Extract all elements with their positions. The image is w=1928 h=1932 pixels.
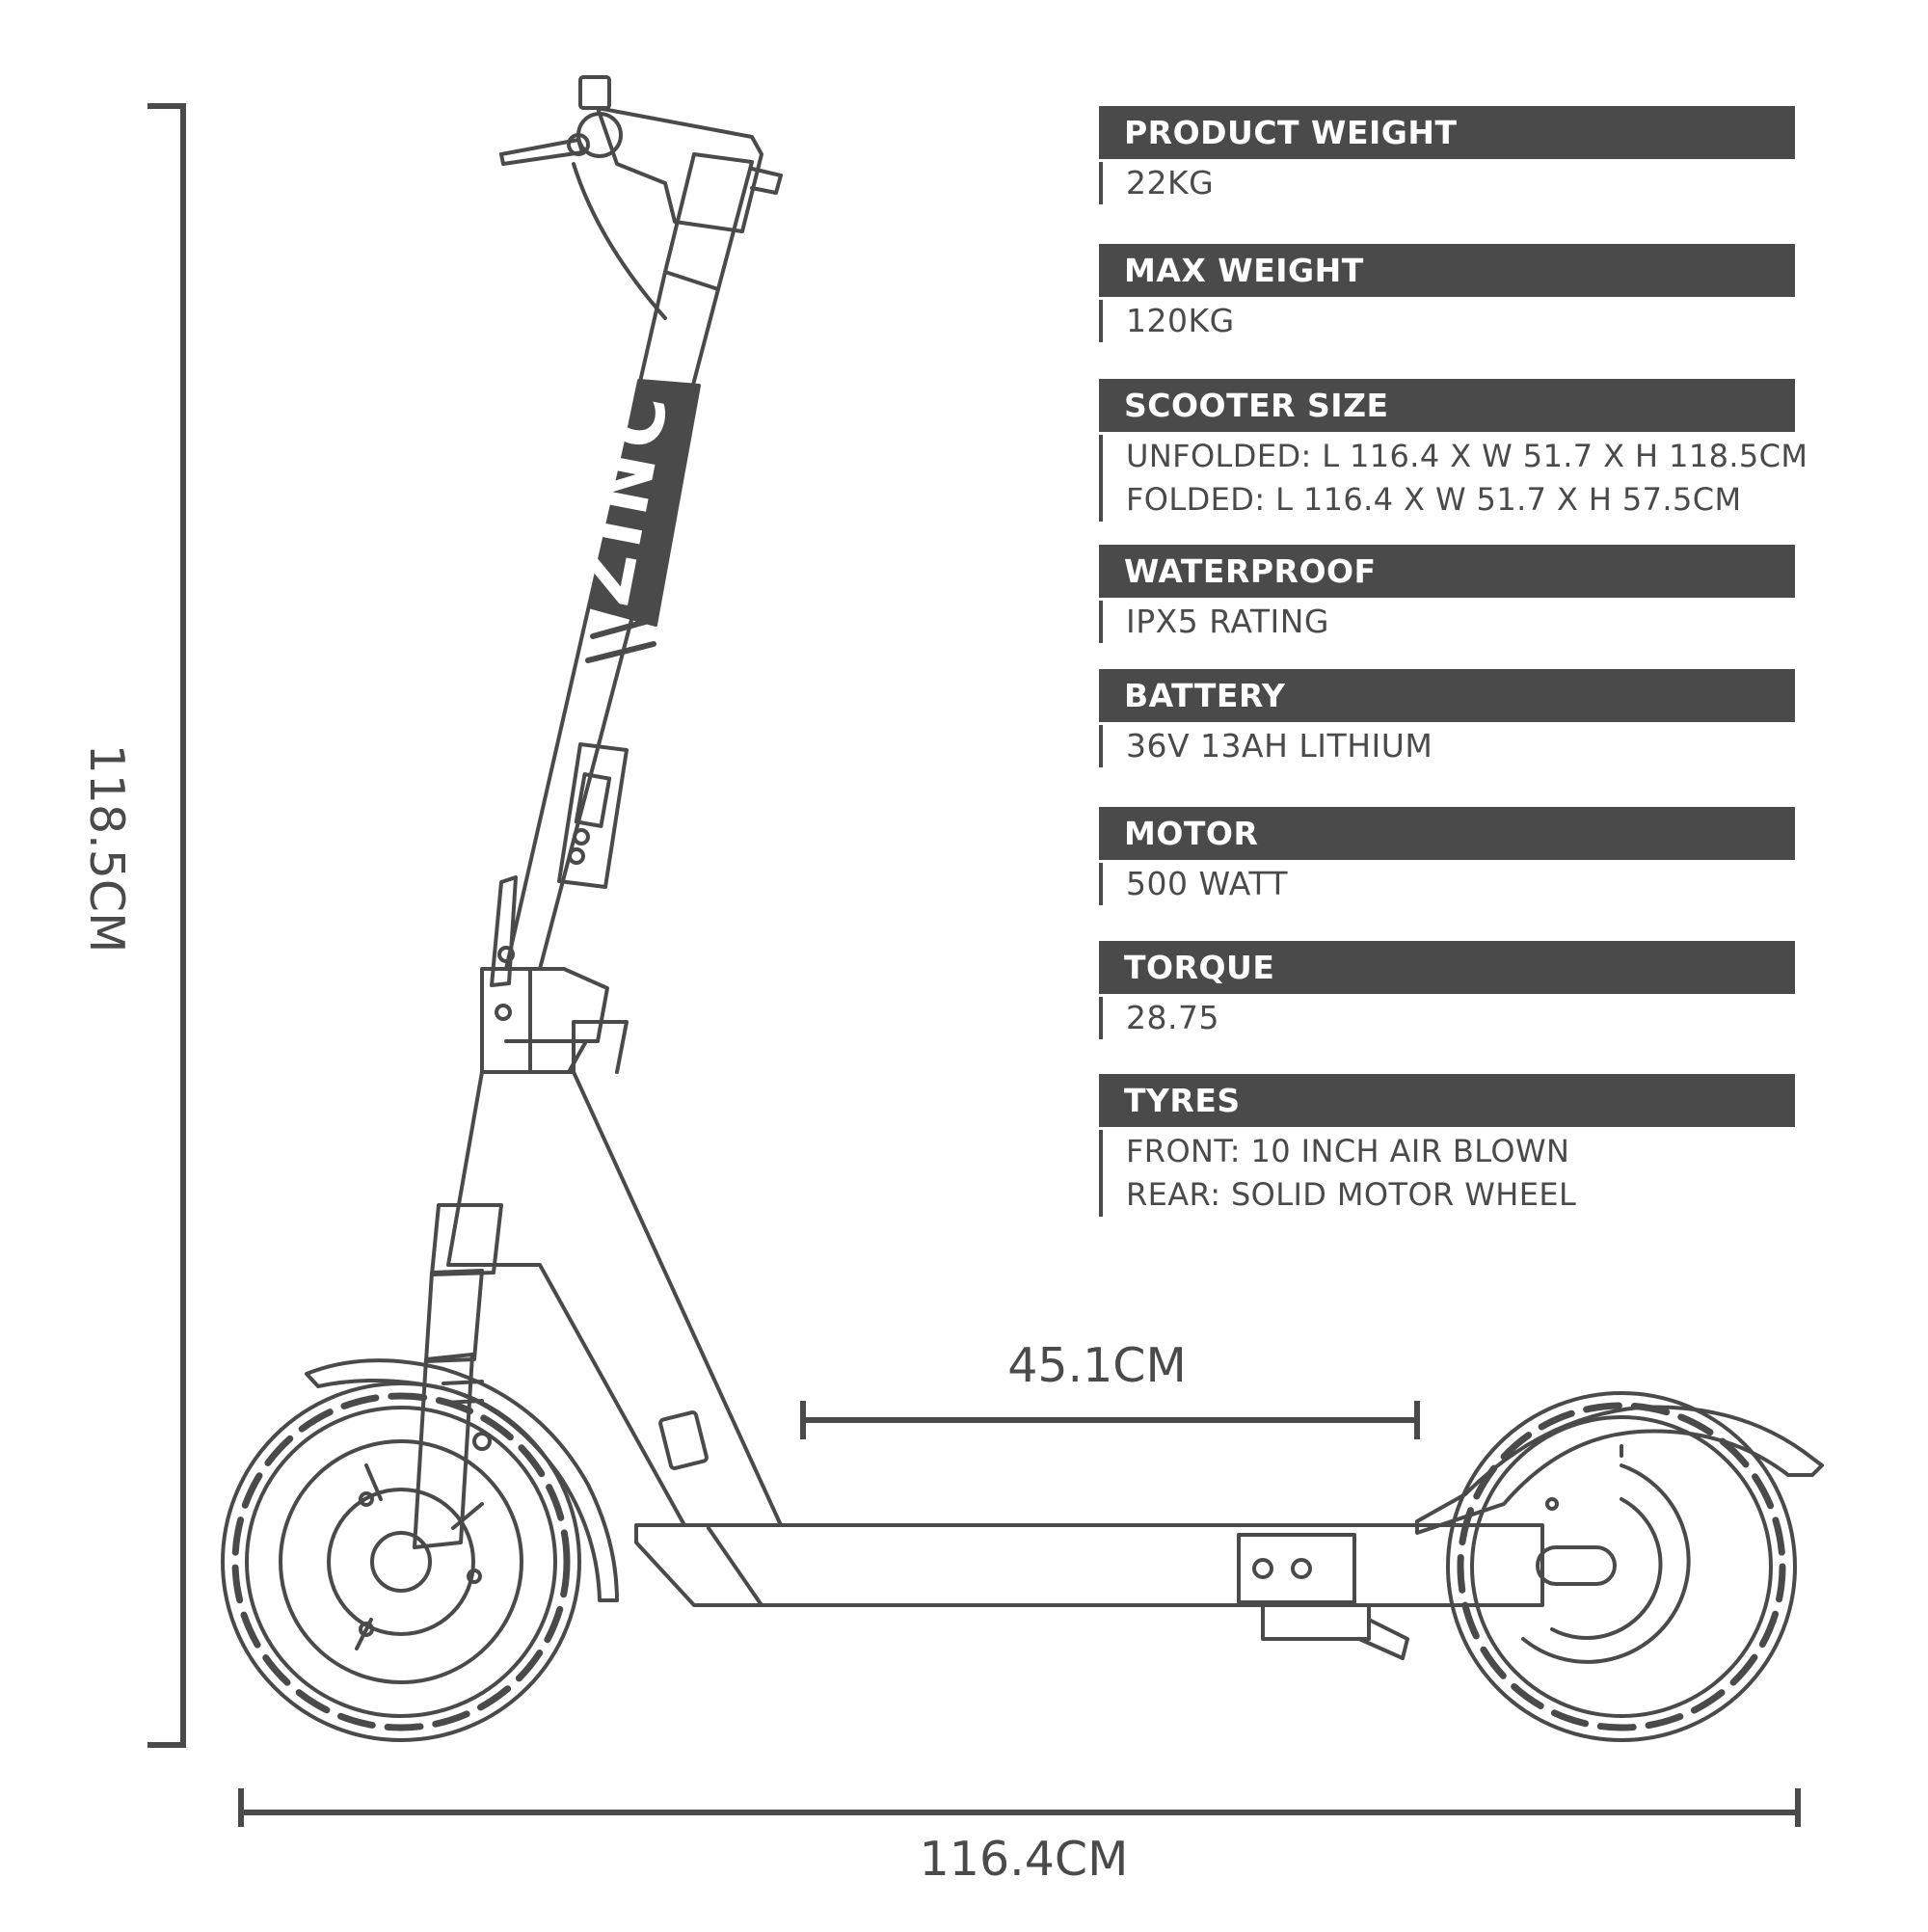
- frame: [446, 1020, 783, 1527]
- spec-waterproof-value: IPX5 RATING: [1126, 603, 1329, 640]
- spec-torque-value: 28.75: [1126, 999, 1219, 1036]
- scooter-illustration: [221, 75, 1824, 1742]
- deck-dimension-label: 45.1CM: [1007, 1338, 1187, 1393]
- deck-dimension: [800, 1401, 1420, 1439]
- spec-product-weight-value: 22KG: [1126, 164, 1215, 201]
- spec-torque: TORQUE 28.75: [1099, 941, 1795, 1039]
- front-fork: [413, 1203, 503, 1549]
- length-dimension: [238, 1788, 1801, 1827]
- spec-waterproof: WATERPROOF IPX5 RATING: [1099, 545, 1795, 643]
- spec-tyres-rear: REAR: SOLID MOTOR WHEEL: [1126, 1176, 1577, 1213]
- front-mudguard: [305, 1358, 619, 1602]
- rear-wheel: [1446, 1391, 1797, 1742]
- spec-product-weight: PRODUCT WEIGHT 22KG: [1099, 106, 1795, 204]
- spec-torque-title: TORQUE: [1099, 941, 1795, 994]
- spec-motor-title: MOTOR: [1099, 807, 1795, 860]
- spec-battery-title: BATTERY: [1099, 669, 1795, 722]
- brand-panel[interactable]: [590, 379, 701, 627]
- spec-max-weight: MAX WEIGHT 120KG: [1099, 244, 1795, 342]
- display-panel[interactable]: [557, 742, 629, 889]
- height-dimension-label: 118.5CM: [79, 744, 134, 953]
- spec-tyres: TYRES FRONT: 10 INCH AIR BLOWN REAR: SOL…: [1099, 1074, 1795, 1217]
- spec-battery: BATTERY 36V 13AH LITHIUM: [1099, 669, 1795, 767]
- rear-mudguard: [1415, 1405, 1824, 1535]
- spec-motor-value: 500 WATT: [1126, 865, 1289, 902]
- spec-scooter-size: SCOOTER SIZE UNFOLDED: L 116.4 X W 51.7 …: [1099, 379, 1808, 522]
- spec-tyres-front: FRONT: 10 INCH AIR BLOWN: [1126, 1133, 1570, 1169]
- spec-tyres-title: TYRES: [1099, 1074, 1795, 1127]
- spec-scooter-size-folded: FOLDED: L 116.4 X W 51.7 X H 57.5CM: [1126, 481, 1742, 518]
- folding-latch[interactable]: [490, 875, 518, 1021]
- spec-max-weight-title: MAX WEIGHT: [1099, 244, 1795, 297]
- length-dimension-label: 116.4CM: [920, 1832, 1129, 1887]
- deck: [634, 1523, 1544, 1660]
- handlebar[interactable]: [499, 75, 783, 320]
- spec-scooter-size-title: SCOOTER SIZE: [1099, 379, 1795, 432]
- height-dimension: [147, 103, 186, 1748]
- spec-waterproof-title: WATERPROOF: [1099, 545, 1795, 598]
- spec-scooter-size-unfolded: UNFOLDED: L 116.4 X W 51.7 X H 118.5CM: [1126, 438, 1808, 474]
- spec-product-weight-title: PRODUCT WEIGHT: [1099, 106, 1795, 159]
- spec-battery-value: 36V 13AH LITHIUM: [1126, 727, 1433, 765]
- spec-max-weight-value: 120KG: [1126, 302, 1235, 339]
- front-wheel: [221, 1382, 581, 1742]
- spec-motor: MOTOR 500 WATT: [1099, 807, 1795, 905]
